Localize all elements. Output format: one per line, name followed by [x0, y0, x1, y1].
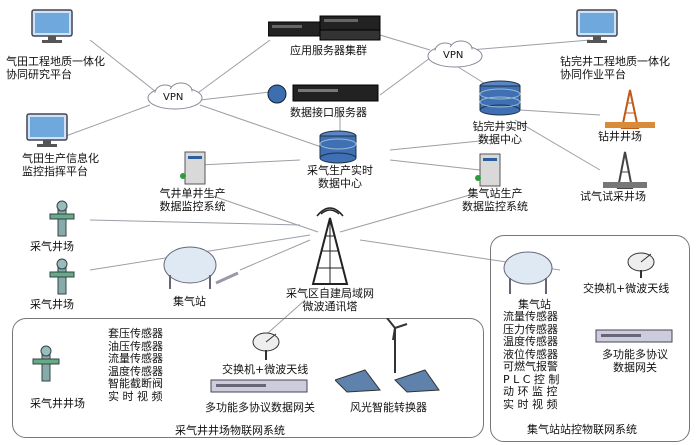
- gathering-station-monitor-label: 集气站生产数据监控系统: [462, 187, 528, 213]
- link-well1-tower: [89, 219, 301, 226]
- station-item: P L C 控 制: [503, 372, 560, 386]
- satellite-dish-icon: [252, 332, 280, 360]
- sensor-item: 智能截断阀: [108, 377, 163, 390]
- database-icon: [479, 80, 521, 116]
- sensor-item: 温度传感器: [108, 364, 163, 378]
- wellsite-2-label: 采气井场: [30, 298, 74, 311]
- station-item: 可燃气报警: [503, 360, 558, 373]
- satellite-dish-icon: [627, 252, 655, 278]
- wellsite-iot-box: [12, 318, 484, 438]
- station-iot-title: 集气站站控物联网系统: [527, 423, 637, 436]
- link-gs-tower: [239, 239, 311, 271]
- link-station-tower: [339, 194, 471, 233]
- storage-tank-icon: [503, 251, 553, 294]
- link-single-tower: [209, 194, 319, 233]
- station-switch-label: 交换机+微波天线: [583, 282, 670, 295]
- link-dc-station: [389, 159, 481, 171]
- station-gateway-label: 多功能多协议数据网关: [602, 348, 668, 374]
- sensor-item: 套压传感器: [108, 327, 163, 340]
- sensor-item: 实 时 视 频: [108, 389, 163, 403]
- link-dc-drilldc: [389, 139, 491, 151]
- station-item: 实 时 视 频: [503, 397, 558, 411]
- sensor-item: 流量传感器: [108, 352, 163, 365]
- link-single-dc: [199, 159, 301, 166]
- station-item: 压力传感器: [503, 322, 558, 336]
- microwave-tower-icon: [311, 207, 349, 285]
- station-item-list: 流量传感器 压力传感器 温度传感器 液位传感器 可燃气报警 P L C 控 制 …: [503, 310, 560, 411]
- server-rack-icon: [268, 15, 381, 41]
- station-item: 动 环 监 控: [503, 385, 558, 398]
- monitor-icon: [576, 9, 618, 43]
- gas-prod-data-center-label: 采气生产实时数据中心: [307, 164, 373, 190]
- database-icon: [319, 130, 357, 164]
- sensor-item: 油压传感器: [108, 339, 163, 353]
- station-item: 液位传感器: [503, 347, 558, 361]
- vpn-cloud-icon: [427, 40, 483, 68]
- sensor-list: 套压传感器 油压传感器 流量传感器 温度传感器 智能截断阀 实 时 视 频: [108, 327, 163, 403]
- wellsite-switch-label: 交换机+微波天线: [222, 363, 309, 376]
- gas-field-collab-label: 气田工程地质一体化协同研究平台: [6, 55, 105, 81]
- storage-tank-icon: [163, 246, 239, 289]
- tower-server-icon: [180, 151, 206, 185]
- vpn-cloud-icon: [147, 82, 203, 110]
- test-gas-site-label: 试气试采井场: [580, 190, 646, 203]
- wellsite-1-label: 采气井场: [30, 240, 74, 253]
- gas-field-monitor-label: 气田生产信息化监控指挥平台: [22, 152, 99, 178]
- tower-server-icon: [475, 153, 501, 187]
- wind-solar-icon: [335, 318, 440, 393]
- station-iot-box: [490, 235, 690, 442]
- vpn-right-label: VPN: [443, 50, 464, 61]
- gathering-station-mid-label: 集气站: [173, 295, 206, 308]
- drilling-data-center-label: 钻完井实时数据中心: [472, 120, 528, 146]
- single-well-monitor-label: 气井单井生产数据监控系统: [159, 187, 226, 213]
- link-interface-vpn2: [379, 57, 431, 96]
- station-label: 集气站: [518, 298, 551, 311]
- wind-solar-label: 风光智能转换器: [350, 401, 427, 414]
- vpn-left-label: VPN: [163, 92, 184, 103]
- app-server-cluster-label: 应用服务器集群: [290, 44, 367, 57]
- monitor-icon: [26, 113, 68, 147]
- link-vpn-interface: [199, 91, 271, 101]
- data-interface-server-label: 数据接口服务器: [290, 106, 367, 119]
- link-vpn-appserver: [194, 39, 271, 96]
- link-vpn-datacenter: [199, 104, 331, 151]
- wellsite-iot-wellsite-label: 采气井井场: [30, 397, 85, 410]
- drilling-collab-label: 钻完井工程地质一体化协同作业平台: [560, 55, 670, 81]
- test-rig-icon: [603, 151, 647, 189]
- link-monitor-vpn: [54, 104, 151, 141]
- wellhead-icon: [49, 258, 75, 295]
- link-dc-drillsite: [519, 109, 601, 116]
- monitor-icon: [31, 9, 73, 43]
- drilling-rig-icon: [605, 89, 655, 129]
- wellsite-gateway-label: 多功能多协议数据网关: [205, 401, 315, 414]
- link-appserver-vpn2: [379, 34, 431, 51]
- wellsite-iot-title: 采气井井场物联网系统: [175, 424, 285, 437]
- link-collab-vpn: [89, 39, 161, 96]
- wellhead-icon: [49, 200, 75, 237]
- link-dc-testsite: [514, 119, 601, 171]
- station-item: 温度传感器: [503, 335, 558, 348]
- server-icon: [267, 84, 379, 104]
- link-vpn2-drilling-collab: [469, 39, 591, 51]
- gateway-device-icon: [210, 379, 308, 393]
- station-item: 流量传感器: [503, 310, 558, 323]
- drilling-site-label: 钻井井场: [598, 130, 642, 143]
- tower-label: 采气区自建局域网微波通讯塔: [286, 287, 374, 313]
- gateway-device-icon: [595, 329, 673, 343]
- wellhead-icon: [32, 345, 60, 382]
